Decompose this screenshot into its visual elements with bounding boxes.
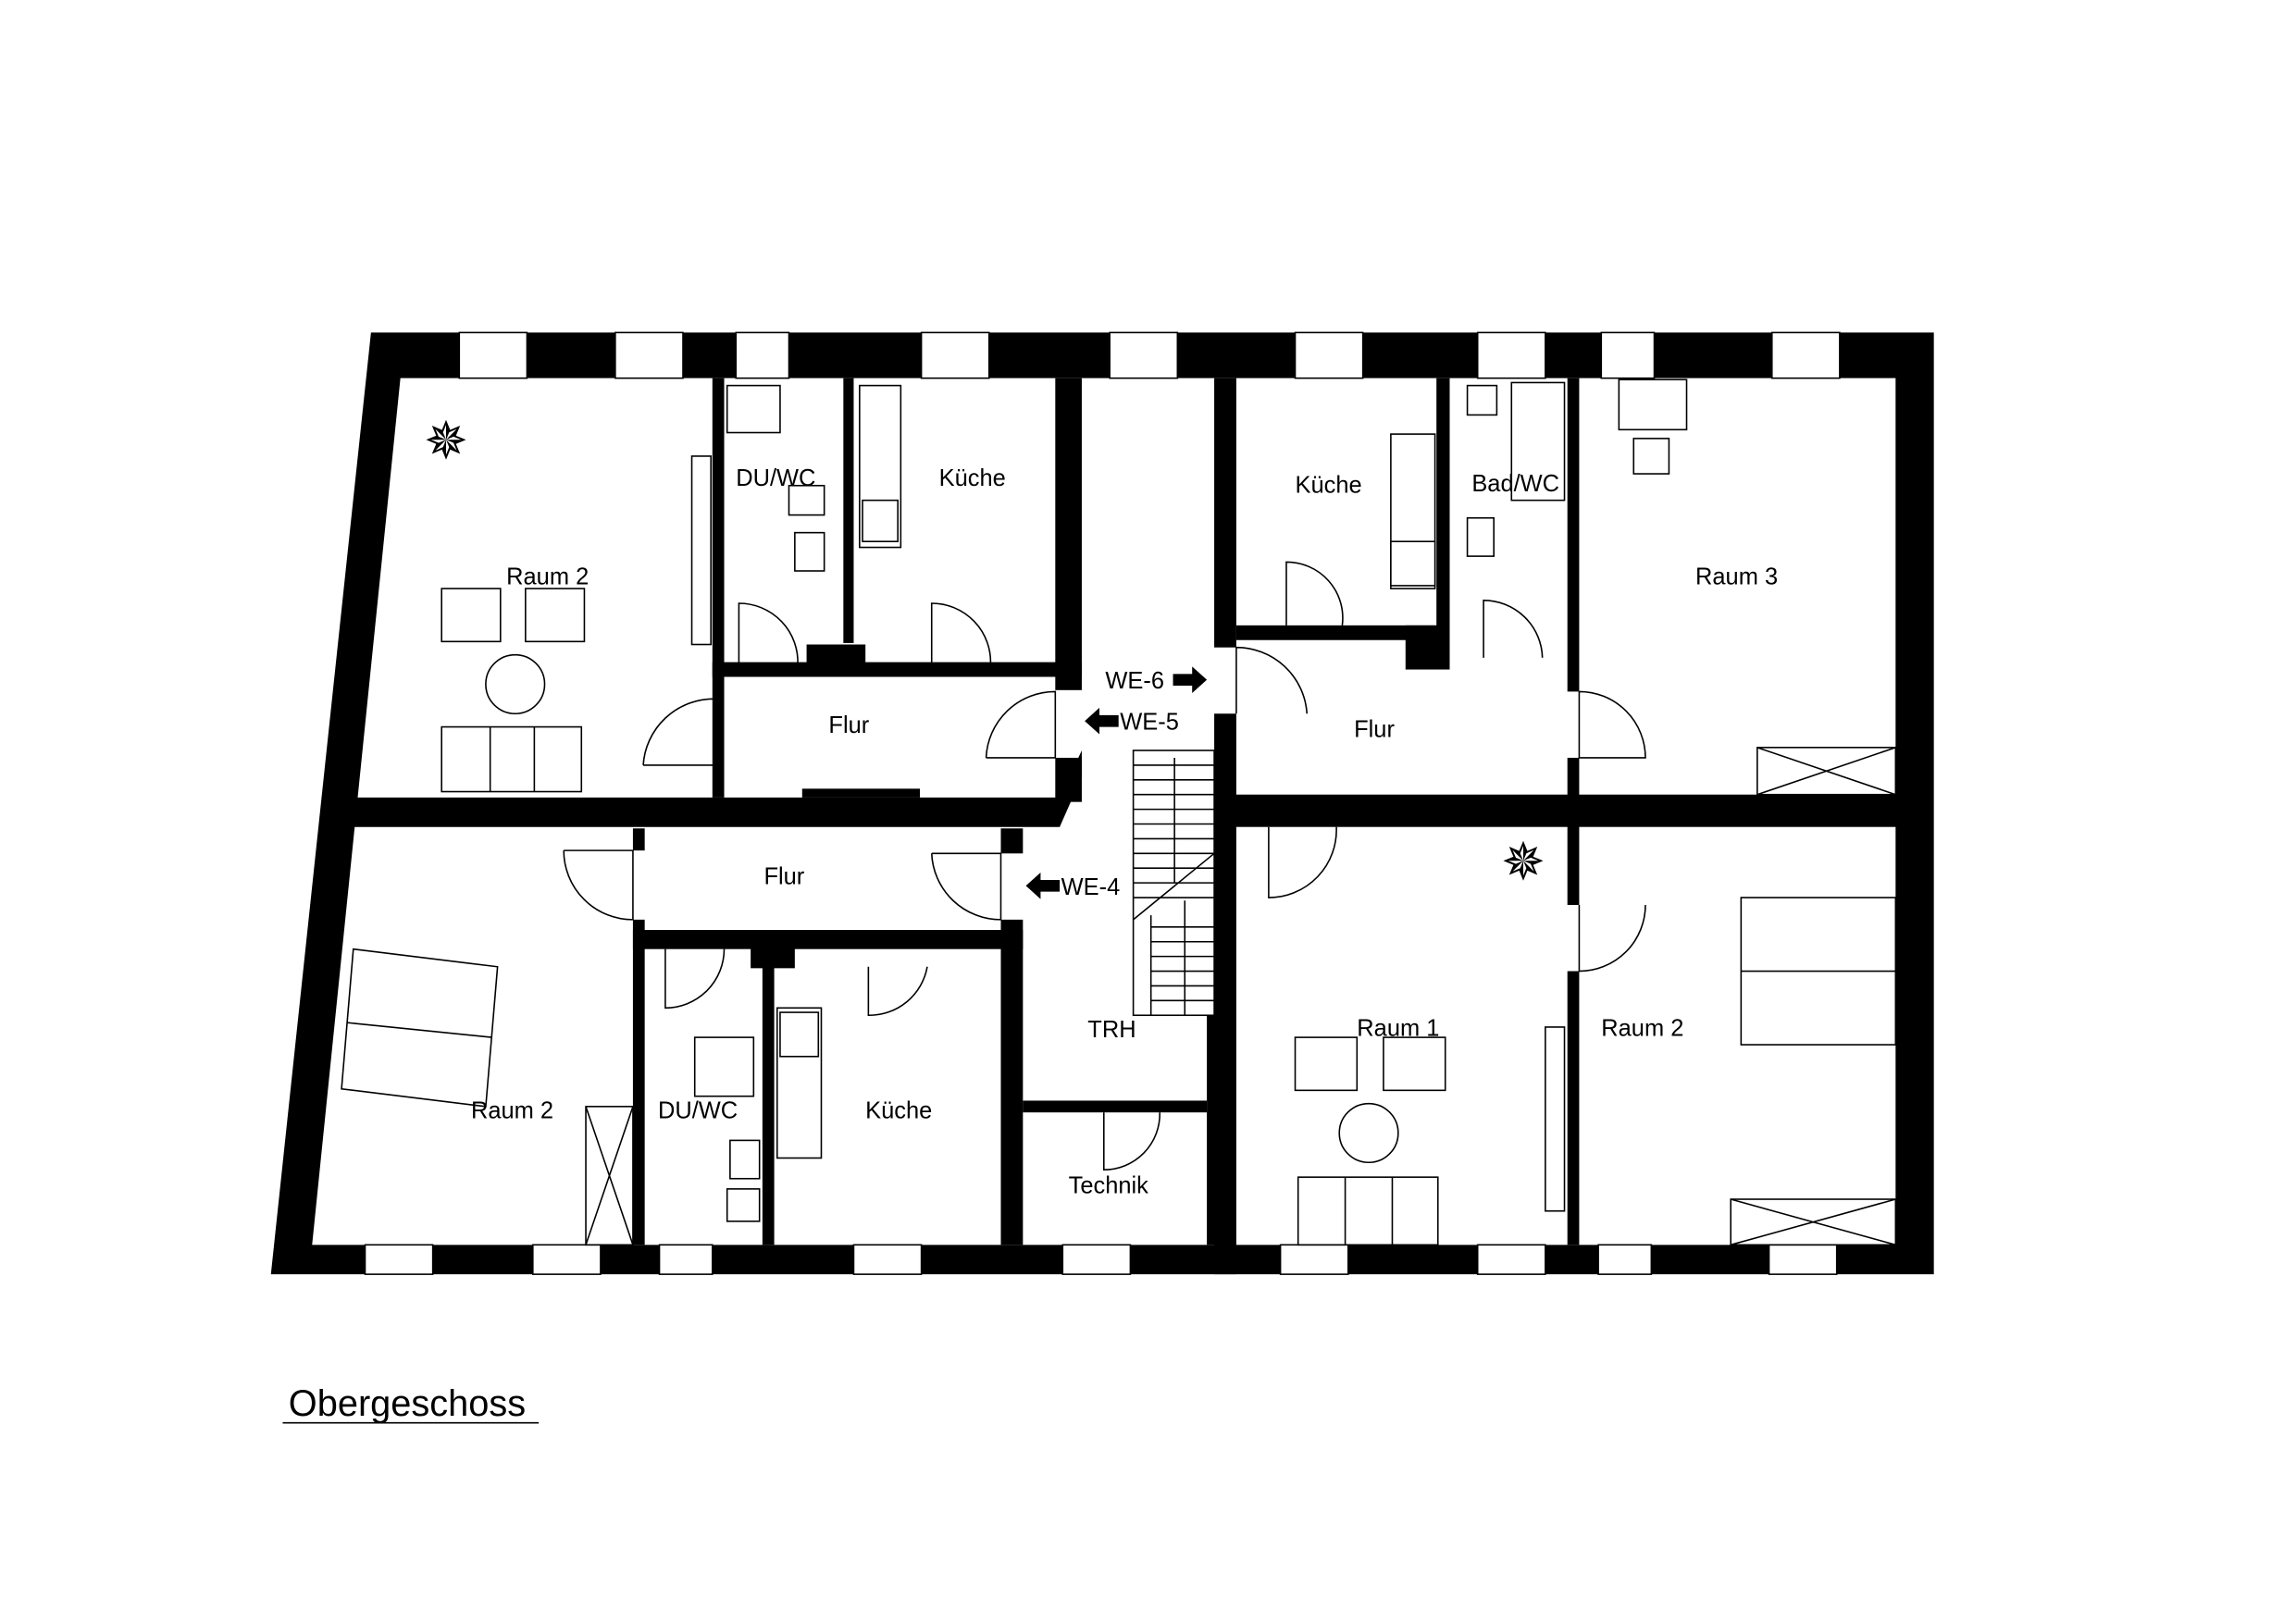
room-label: DU/WC [658, 1098, 738, 1124]
arrow-right-icon [1173, 666, 1208, 693]
interior-walls [347, 378, 1908, 1275]
room-label: Küche [939, 465, 1006, 491]
room-label: Küche [1296, 473, 1362, 499]
room-label: TRH [1087, 1017, 1136, 1043]
room-label: Bad/WC [1471, 471, 1559, 497]
staircase [1132, 750, 1215, 1017]
room-label: Raum 2 [506, 564, 589, 589]
unit-label-we6: WE-6 [1105, 668, 1164, 694]
unit-markers: WE-6 WE-5 WE-4 [1025, 666, 1208, 900]
plant-icon: ✵ [1501, 833, 1545, 892]
room-label: DU/WC [736, 465, 815, 491]
room-label: Raum 3 [1695, 564, 1778, 589]
room-label: Raum 2 [471, 1098, 553, 1124]
room-label: Raum 2 [1601, 1016, 1683, 1042]
unit-label-we5: WE-5 [1120, 710, 1179, 736]
unit-label-we4: WE-4 [1061, 874, 1121, 900]
windows [364, 331, 1841, 1275]
arrow-left-icon [1085, 707, 1119, 735]
doors [563, 561, 1646, 1171]
room-label: Flur [1354, 717, 1395, 743]
room-label: Flur [828, 712, 869, 738]
room-label: Raum 1 [1357, 1016, 1439, 1042]
plan-title: Obergeschoss [289, 1383, 526, 1424]
room-label: Küche [865, 1098, 932, 1124]
room-labels: Raum 2 DU/WC Küche Flur Küche Bad/WC Rau… [471, 465, 1778, 1199]
room-label: Technik [1069, 1173, 1149, 1199]
furniture: ✵ ✵ [341, 378, 1897, 1246]
room-label: Flur [763, 864, 804, 890]
arrow-left-icon [1025, 872, 1061, 899]
plant-icon: ✵ [424, 412, 468, 471]
